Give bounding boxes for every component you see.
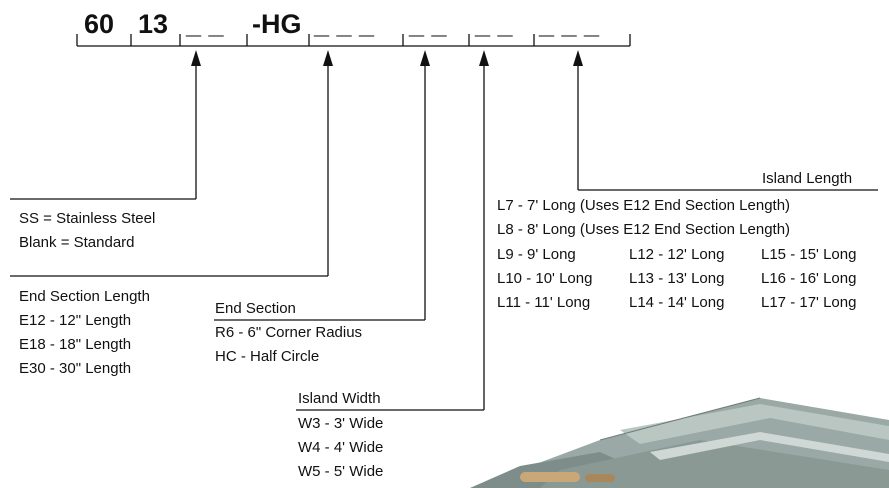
- code-series: 60: [84, 9, 115, 39]
- island-length-item: L12 - 12' Long: [629, 246, 725, 263]
- island-width-item: W4 - 4' Wide: [298, 439, 384, 456]
- code-model: 13: [138, 9, 169, 39]
- island-width-title: Island Width: [298, 390, 381, 407]
- island-width-item: W5 - 5' Wide: [298, 463, 384, 480]
- island-length-item: L11 - 11' Long: [497, 294, 591, 311]
- arrowheads: [191, 50, 583, 66]
- code-blank-end-length: _ _ _: [314, 9, 375, 39]
- code-blank-width: _ _: [475, 9, 513, 39]
- end-section-length-title: End Section Length: [19, 288, 150, 305]
- arrow-length: [573, 50, 583, 66]
- island-length-item: L10 - 10' Long: [497, 270, 593, 287]
- island-length-item: L9 - 9' Long: [497, 246, 576, 263]
- material-line-1: SS = Stainless Steel: [19, 210, 156, 227]
- island-length-item: L13 - 13' Long: [629, 270, 725, 287]
- island-length-item: L14 - 14' Long: [629, 294, 725, 311]
- code-suffix: -HG: [252, 9, 302, 39]
- material-line-2: Blank = Standard: [19, 234, 135, 251]
- arrow-width: [479, 50, 489, 66]
- arrow-material: [191, 50, 201, 66]
- island-length-l8: L8 - 8' Long (Uses E12 End Section Lengt…: [497, 221, 791, 238]
- end-section-length-item: E30 - 30" Length: [19, 360, 132, 377]
- island-length-item: L17 - 17' Long: [761, 294, 857, 311]
- code-blank-length: _ _ _: [539, 9, 600, 39]
- island-length-item: L16 - 16' Long: [761, 270, 857, 287]
- end-section-length-item: E12 - 12" Length: [19, 312, 132, 329]
- island-length-title: Island Length: [762, 170, 853, 187]
- end-section-item: HC - Half Circle: [215, 348, 320, 365]
- code-blank-material: _ _: [186, 9, 224, 39]
- end-section-length-item: E18 - 18" Length: [19, 336, 132, 353]
- product-image: [470, 397, 889, 488]
- island-length-item: L15 - 15' Long: [761, 246, 857, 263]
- end-section-title: End Section: [215, 300, 296, 317]
- end-section-item: R6 - 6" Corner Radius: [215, 324, 363, 341]
- code-blank-end-section: _ _: [409, 9, 447, 39]
- island-width-item: W3 - 3' Wide: [298, 415, 384, 432]
- arrow-end-section: [420, 50, 430, 66]
- arrow-end-length: [323, 50, 333, 66]
- island-length-l7: L7 - 7' Long (Uses E12 End Section Lengt…: [497, 197, 791, 214]
